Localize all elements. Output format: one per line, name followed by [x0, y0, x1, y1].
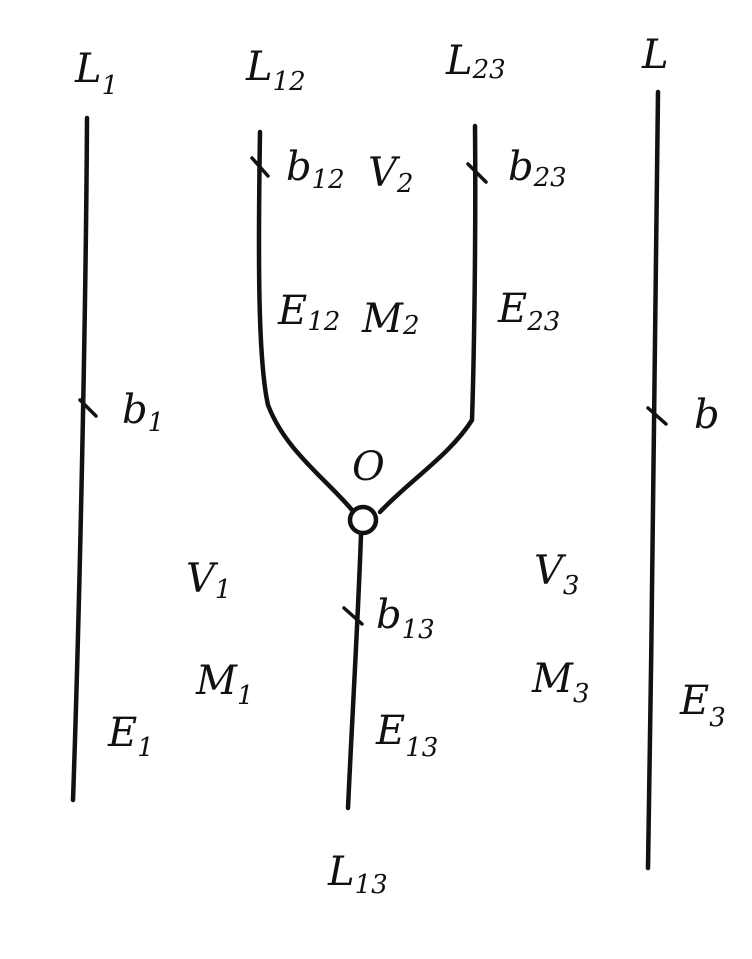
- label-E1: E1: [107, 710, 154, 763]
- label-b: b: [694, 392, 720, 438]
- label-L12: L12: [245, 44, 306, 97]
- label-L1: L1: [74, 46, 118, 101]
- label-L: L: [641, 32, 669, 78]
- label-E13: E13: [375, 708, 438, 763]
- tick-b23: [466, 162, 488, 184]
- label-M3: M3: [531, 656, 590, 709]
- tick-b1: [78, 398, 98, 418]
- label-b1: b1: [122, 387, 164, 438]
- label-E3: E3: [679, 678, 726, 733]
- label-M2: M2: [361, 296, 420, 342]
- line-L1: [70, 115, 90, 803]
- tick-b: [646, 406, 668, 426]
- line-L23: [377, 123, 478, 515]
- label-L23: L23: [445, 38, 506, 85]
- line-L12: [256, 129, 355, 513]
- label-O: O: [352, 444, 385, 490]
- label-E23: E23: [497, 286, 560, 337]
- junction-circle: [347, 504, 379, 536]
- label-V2: V2: [368, 150, 413, 199]
- label-V1: V1: [186, 556, 231, 605]
- label-L13: L13: [327, 849, 388, 900]
- label-V3: V3: [534, 548, 579, 601]
- label-b23: b23: [508, 144, 567, 193]
- label-M1: M1: [195, 658, 254, 711]
- tick-b13: [342, 606, 364, 626]
- label-E12: E12: [277, 288, 340, 337]
- line-L: [645, 89, 661, 871]
- label-b13: b13: [376, 592, 435, 645]
- tick-b12: [250, 156, 270, 178]
- line-L13: [345, 532, 364, 811]
- label-b12: b12: [286, 144, 345, 195]
